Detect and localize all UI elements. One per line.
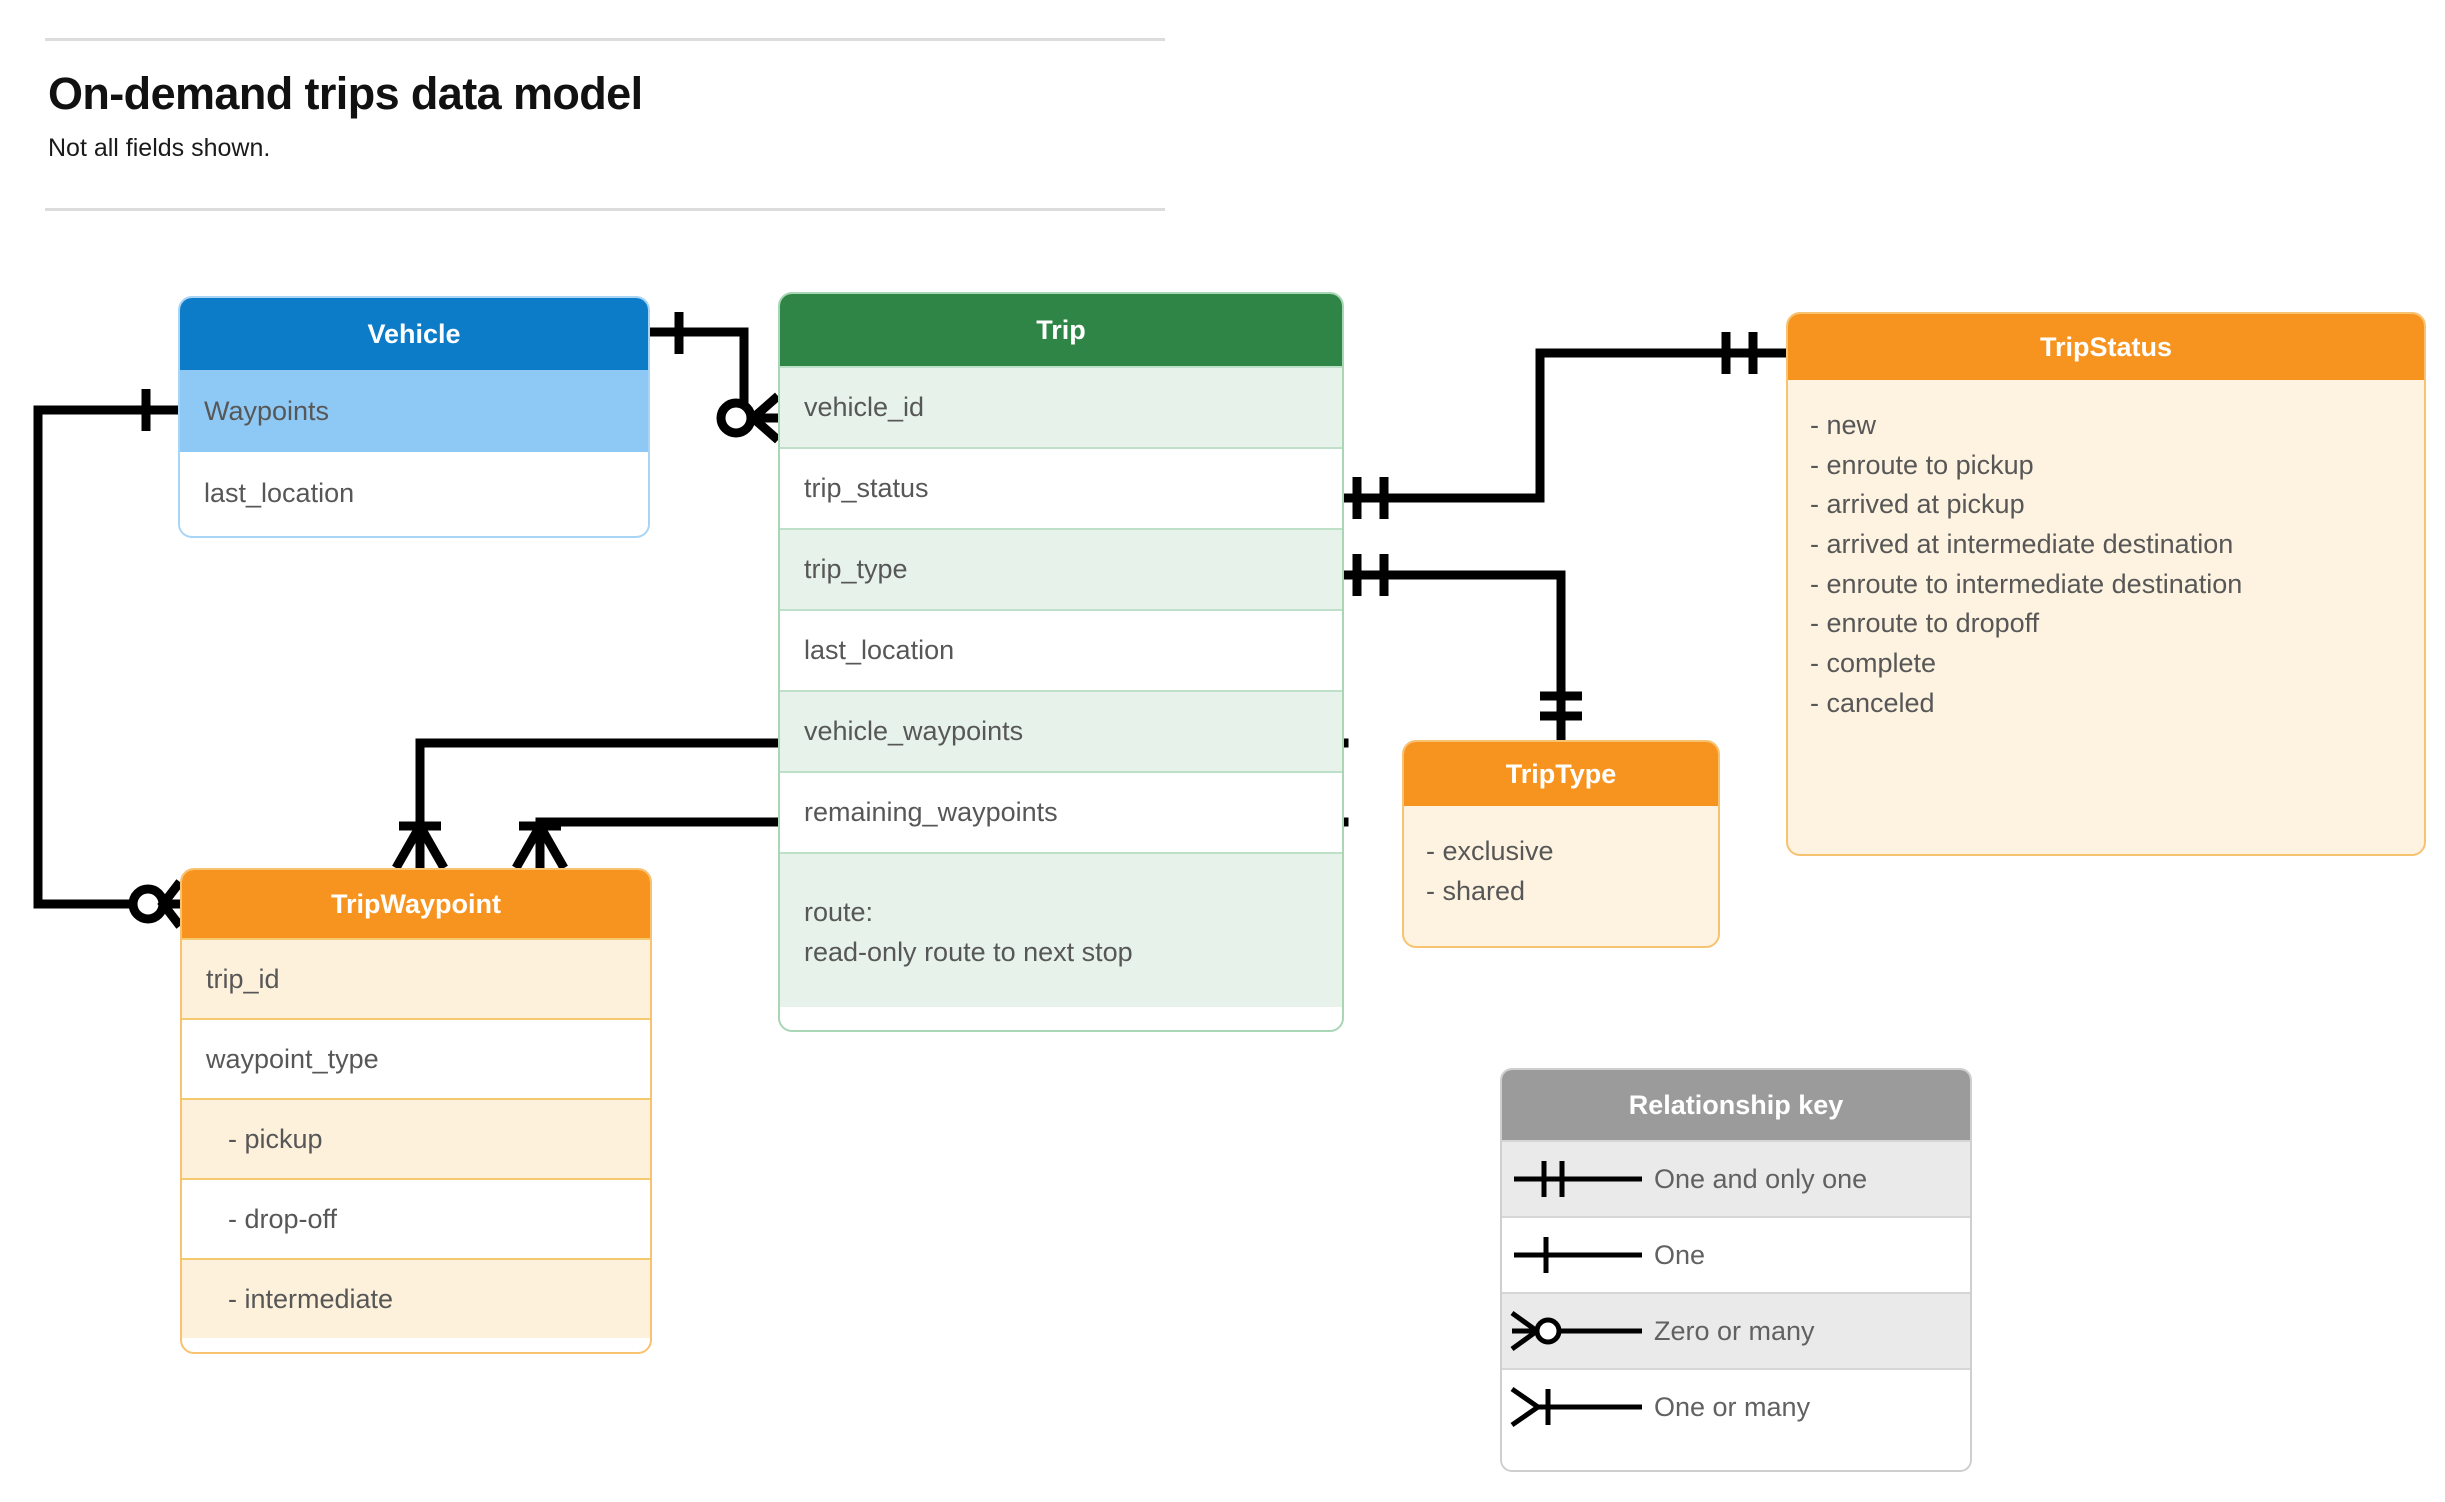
legend-row-one-and-only-one: One and only one	[1502, 1140, 1970, 1216]
entity-vehicle-title: Vehicle	[180, 298, 648, 370]
triptype-value: - exclusive	[1426, 836, 1554, 866]
zero-or-many-icon	[1502, 1305, 1654, 1357]
legend-label: One	[1654, 1239, 1706, 1270]
page-title: On-demand trips data model	[48, 68, 643, 119]
entity-trip-field-vehicle-waypoints: vehicle_waypoints	[780, 690, 1342, 771]
entity-trip-field-trip-type: trip_type	[780, 528, 1342, 609]
relationship-key-legend: Relationship key One and only one One	[1500, 1068, 1972, 1472]
entity-triptype[interactable]: TripType - exclusive - shared	[1402, 740, 1720, 948]
one-and-only-one-icon	[1502, 1153, 1654, 1205]
entity-trip-field-remaining-waypoints: remaining_waypoints	[780, 771, 1342, 852]
entity-vehicle[interactable]: Vehicle Waypoints last_location	[178, 296, 650, 538]
legend-row-one-or-many: One or many	[1502, 1368, 1970, 1444]
entity-triptype-title: TripType	[1404, 742, 1718, 806]
legend-label: One or many	[1654, 1391, 1811, 1422]
entity-tripwaypoint-value-dropoff: - drop-off	[182, 1178, 650, 1258]
tripstatus-value: - enroute to pickup	[1810, 449, 2034, 480]
header-divider-bottom	[45, 208, 1165, 211]
entity-tripstatus[interactable]: TripStatus - new - enroute to pickup - a…	[1786, 312, 2426, 856]
entity-tripwaypoint[interactable]: TripWaypoint trip_id waypoint_type - pic…	[180, 868, 652, 1354]
tripstatus-value: - enroute to intermediate destination	[1810, 568, 2243, 599]
legend-row-zero-or-many: Zero or many	[1502, 1292, 1970, 1368]
entity-tripwaypoint-field-waypoint-type: waypoint_type	[182, 1018, 650, 1098]
entity-trip-title: Trip	[780, 294, 1342, 366]
entity-triptype-values: - exclusive - shared	[1404, 806, 1718, 937]
entity-tripwaypoint-title: TripWaypoint	[182, 870, 650, 938]
tripstatus-value: - complete	[1810, 648, 1937, 679]
one-or-many-icon	[1502, 1381, 1654, 1433]
header-divider-top	[45, 38, 1165, 41]
entity-trip-field-trip-status: trip_status	[780, 447, 1342, 528]
entity-trip[interactable]: Trip vehicle_id trip_status trip_type la…	[778, 292, 1344, 1032]
entity-vehicle-field-waypoints: Waypoints	[180, 370, 648, 452]
entity-tripstatus-values: - new - enroute to pickup - arrived at p…	[1788, 380, 2424, 750]
relationship-key-title: Relationship key	[1502, 1070, 1970, 1140]
entity-trip-field-last-location: last_location	[780, 609, 1342, 690]
entity-trip-field-route: route: read-only route to next stop	[780, 852, 1342, 1007]
one-icon	[1502, 1229, 1654, 1281]
tripstatus-value: - arrived at pickup	[1810, 489, 2025, 520]
legend-row-one: One	[1502, 1216, 1970, 1292]
page-subtitle: Not all fields shown.	[48, 134, 271, 162]
tripstatus-value: - canceled	[1810, 687, 1935, 718]
tripstatus-value: - new	[1810, 410, 1877, 440]
triptype-value: - shared	[1426, 875, 1526, 906]
legend-label: One and only one	[1654, 1163, 1868, 1194]
tripstatus-value: - enroute to dropoff	[1810, 608, 2040, 639]
entity-trip-route-description: read-only route to next stop	[804, 936, 1133, 967]
tripstatus-value: - arrived at intermediate destination	[1810, 529, 2234, 560]
entity-trip-route-label: route:	[804, 897, 874, 928]
entity-trip-field-vehicle-id: vehicle_id	[780, 366, 1342, 447]
entity-vehicle-field-last-location: last_location	[180, 452, 648, 534]
entity-tripwaypoint-field-trip-id: trip_id	[182, 938, 650, 1018]
legend-label: Zero or many	[1654, 1315, 1815, 1346]
entity-tripstatus-title: TripStatus	[1788, 314, 2424, 380]
entity-tripwaypoint-value-pickup: - pickup	[182, 1098, 650, 1178]
entity-tripwaypoint-value-intermediate: - intermediate	[182, 1258, 650, 1338]
